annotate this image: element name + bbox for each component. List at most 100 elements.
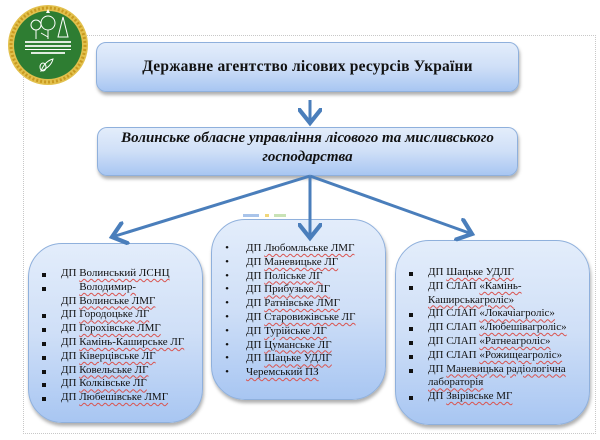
top-agency-title: Державне агентство лісових ресурсів Укра… [142,58,473,75]
item-name: «Ратнеагроліс» [479,334,551,347]
item-name: «Локачіагроліс» [479,307,555,320]
item-prefix: ДП [428,362,444,375]
regional-office-box: Волинське обласне управління лісового та… [97,127,518,176]
logo-divider [25,49,71,50]
top-agency-box: Державне агентство лісових ресурсів Укра… [96,42,519,92]
group-left-list: ДП Волинський ЛСНЦ ДП Володимир-Волинськ… [29,244,202,405]
item-prefix: ДП [246,242,262,254]
group-left-box: ДП Волинський ЛСНЦ ДП Володимир-Волинськ… [28,243,203,423]
regional-office-title: Волинське обласне управління лісового та… [121,130,494,165]
list-item: ДП Звірівське МГ [396,390,589,404]
item-name: Любомльське ЛМГ [264,242,355,254]
item-name: Володимир-Волинське ЛМГ [79,280,156,307]
item-name: Колківське ЛГ [79,377,147,390]
item-prefix: ДП [246,310,262,323]
list-item: •ДП Прибузьке ЛГ [212,283,385,297]
group-center-list: •ДП Любомльське ЛМГ •ДП Маневицьке ЛГ •Д… [212,220,385,380]
item-name: «Камінь-Каширськагроліс» [428,279,522,306]
item-name: Ковельське ЛГ [79,363,149,376]
item-name: Цуманське ЛГ [264,338,332,351]
item-prefix: ДП СЛАП [428,334,477,347]
item-prefix: ДП [61,267,77,279]
decorative-mark [243,214,259,217]
item-prefix: ДП [61,294,77,307]
bullet-icon: • [225,352,229,365]
item-prefix: ДП [246,255,262,268]
bullet-icon: • [225,310,229,323]
agency-logo [8,5,88,85]
bullet-icon: • [225,255,229,268]
bullet-icon [406,323,416,337]
decorative-mark [274,214,286,217]
list-item: • ДП Поліське ЛГ [212,270,385,284]
bullet-icon [406,337,416,351]
decorative-mark [265,214,269,217]
item-prefix: ДП [61,391,77,404]
bullet-icon: • [225,297,229,310]
list-item: ДП Городоцьке ЛГ [29,308,202,322]
item-prefix: ДП СЛАП [428,307,477,320]
item-prefix: ДП СЛАП [428,321,477,334]
list-item: •ДП Цуманське ЛГ [212,339,385,353]
item-name: Черемський ПЗ [246,366,319,379]
item-prefix: ДП [61,377,77,390]
list-item: ДП Ковельське ЛГ [29,364,202,378]
list-item: ДП Маневицька радіологічна лабораторія [396,363,589,391]
list-item: • ДП Старовижівське ЛГ [212,311,385,325]
item-prefix: ДП [246,297,262,310]
tree-icon [30,15,69,39]
item-prefix: ДП СЛАП [428,279,477,292]
bullet-icon: • [225,366,229,379]
bullet-icon: • [225,324,229,337]
list-item: ДП Колківське ЛГ [29,377,202,391]
item-name: Камінь-Каширське ЛГ [79,335,185,348]
item-name: Поліське ЛГ [264,269,323,282]
list-item: ДП Камінь-Каширське ЛГ [29,336,202,350]
item-prefix: ДП СЛАП [428,348,477,361]
item-name: Ківерцівське ЛГ [79,349,156,362]
logo-text-line [31,52,65,54]
list-item: ДП Любешівське ЛМГ [29,391,202,405]
item-prefix: ДП [428,390,444,403]
bullet-icon: • [225,338,229,351]
item-name: Маневицьке ЛГ [264,255,339,268]
item-prefix: ДП [61,322,77,335]
item-name: Шацьке УДЛГ [446,266,514,278]
list-item: ДП СЛАП «Локачіагроліс» [396,307,589,321]
item-name: Ратнівське ЛМГ [264,297,340,310]
bullet-icon [39,310,49,324]
list-item: ДП СЛАП «Рожищеагроліс» [396,349,589,363]
list-item: ДП СЛАП «Ратнеагроліс» [396,335,589,349]
bullet-icon [406,282,416,296]
item-prefix: ДП [61,335,77,348]
bullet-icon [39,366,49,380]
item-prefix: ДП [61,363,77,376]
bullet-icon [406,351,416,365]
bullet-icon [406,392,416,406]
list-item: •ДП Любомльське ЛМГ [212,242,385,256]
bullet-icon: • [225,269,229,282]
item-name: Прибузьке ЛГ [264,283,331,296]
bullet-icon [39,352,49,366]
item-prefix: ДП [246,269,262,282]
list-item: • ДП Маневицьке ЛГ [212,256,385,270]
item-name: Волинський ЛСНЦ [79,267,170,279]
slide-frame [23,35,596,434]
list-item: • ДП Турійське ЛГ [212,325,385,339]
item-name: Турійське ЛГ [264,324,327,337]
item-prefix: ДП [246,324,262,337]
item-prefix: ДП [61,349,77,362]
item-name: Старовижівське ЛГ [264,310,356,323]
bullet-icon [406,268,416,282]
bullet-icon [39,269,49,283]
bullet-icon [406,309,416,323]
logo-text-line [25,45,71,47]
bullet-icon [39,379,49,393]
list-item: ДП Волинський ЛСНЦ [29,267,202,281]
list-item: ДП Горохівське ЛМГ [29,322,202,336]
group-right-box: ДП Шацьке УДЛГ ДП СЛАП «Камінь-Каширська… [395,240,590,425]
bullet-icon [406,365,416,379]
item-name: «Рожищеагроліс» [479,348,563,361]
item-prefix: ДП [428,266,444,278]
bullet-icon [39,338,49,352]
